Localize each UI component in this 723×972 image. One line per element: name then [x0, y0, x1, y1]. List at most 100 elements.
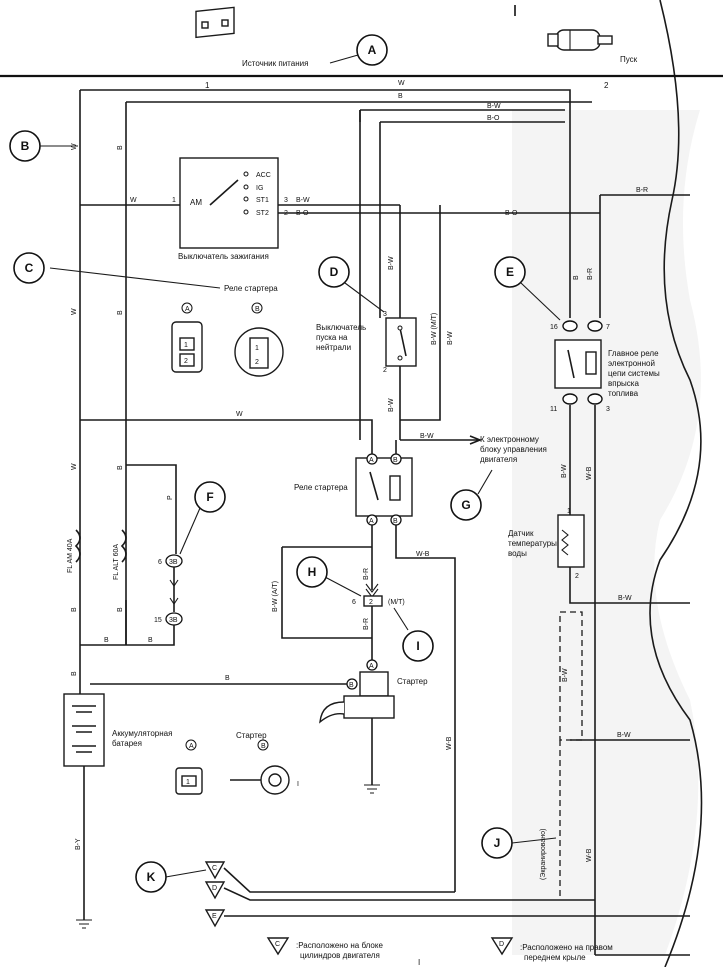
- battery-caption-1: Аккумуляторная: [112, 729, 172, 738]
- wl-bo-right: B-O: [505, 210, 518, 217]
- neutral-pin-bottom: 2: [383, 367, 387, 374]
- sensor-pin-2: 2: [575, 573, 579, 580]
- relay-conn-a-pin1: 1: [184, 342, 188, 349]
- fusible-link-alt: [120, 529, 127, 563]
- legend-d-line1: :Расположено на правом: [520, 943, 613, 952]
- wl-bw-ecu: B-W: [420, 433, 434, 440]
- wl-bw-efi-out: B-W: [561, 464, 568, 478]
- starter-relay-term-a-bottom: A: [369, 518, 374, 525]
- callout-k: K: [135, 861, 167, 893]
- efi-caption-5: топлива: [608, 389, 639, 398]
- fl-alt-label: FL ALT 60A: [113, 544, 120, 580]
- svg-text:F: F: [206, 490, 213, 504]
- ground-e: [204, 909, 226, 928]
- efi-pin-3: 3: [606, 406, 610, 413]
- relay-conn-b-tag: B: [255, 306, 260, 313]
- speckle-region: [512, 110, 701, 955]
- ground-d: [204, 881, 226, 900]
- connector-3b-pin-6: 6: [158, 559, 162, 566]
- legend-d-line2: переднем крыле: [524, 953, 586, 962]
- callout-f: F: [194, 481, 226, 513]
- starter-relay-term-b-bottom: B: [393, 518, 398, 525]
- water-temp-sensor: [557, 514, 585, 568]
- legend-d-symbol: D: [499, 941, 504, 948]
- callout-a: A: [356, 34, 388, 66]
- starter-relay-term-b-top: B: [393, 457, 398, 464]
- power-source-label: Источник питания: [242, 59, 308, 68]
- wl-bw-vert: B-W: [388, 256, 395, 270]
- ecu-note-1: К электронному: [480, 435, 539, 444]
- legend-symbol-c: [266, 937, 290, 956]
- battery-box: [63, 693, 105, 767]
- section-2-label: 2: [604, 81, 609, 90]
- starter-ground-icon: [364, 784, 380, 794]
- fl-am-label: FL AM 40A: [67, 538, 74, 573]
- battery-header-icon: [195, 6, 235, 39]
- svg-text:E: E: [506, 265, 514, 279]
- wire-wb-relay-ground: [395, 525, 456, 892]
- relay-top-caption: Реле стартера: [224, 284, 278, 293]
- wl-b-left5: B: [71, 671, 78, 676]
- svg-text:H: H: [308, 565, 317, 579]
- neutral-side-label: B-W (M/T): [431, 313, 438, 345]
- ecu-note-2: блоку управления: [480, 445, 547, 454]
- wl-wb-right: W-B: [586, 848, 593, 862]
- callout-a-leader: [329, 54, 359, 64]
- neutral-caption-1: Выключатель: [316, 323, 366, 332]
- wl-wb-efi-out: W-B: [586, 466, 593, 480]
- wl-w-ign: W: [130, 197, 137, 204]
- ignition-terminal-ig: IG: [256, 185, 263, 192]
- connector-3b-label-top: 3B: [169, 559, 178, 566]
- relay-conn-a-tag: A: [185, 306, 190, 313]
- wl-w-left2: W: [71, 308, 78, 315]
- wire-b-to-3b: [126, 464, 177, 554]
- neutral-caption-3: нейтрали: [316, 343, 351, 352]
- legend-c-line2: цилиндров двигателя: [300, 951, 380, 960]
- bottom-marker: I: [418, 958, 420, 967]
- wl-bw-vert2: B-W: [388, 398, 395, 412]
- ignition-pin-st1: 3: [284, 197, 288, 204]
- starter-conn-caption: Стартер: [236, 731, 267, 740]
- wl-bw-sensor: B-W: [618, 595, 632, 602]
- efi-pin-16: 16: [550, 324, 558, 331]
- ground-e-label: E: [212, 913, 217, 920]
- wl-w-relay: W: [236, 411, 243, 418]
- battery-caption-2: батарея: [112, 739, 142, 748]
- wl-br-efi: B-R: [587, 268, 594, 280]
- wl-wb-ground: W-B: [446, 736, 453, 750]
- callout-c: C: [13, 252, 45, 284]
- callout-h: H: [296, 556, 328, 588]
- svg-text:A: A: [368, 43, 377, 57]
- starter-conn-a-tag: A: [189, 743, 194, 750]
- wire-bo-bus: [379, 121, 565, 318]
- starter-conn-b-tag: B: [261, 743, 266, 750]
- svg-text:I: I: [416, 639, 419, 653]
- callout-d: D: [318, 256, 350, 288]
- wl-b-bottom2: B: [148, 637, 153, 644]
- starter-term-a: A: [369, 663, 374, 670]
- starter-relay-term-a-top: A: [369, 457, 374, 464]
- page-edge-curve: [649, 0, 703, 968]
- svg-text:J: J: [494, 836, 501, 850]
- ignition-switch-caption: Выключатель зажигания: [178, 252, 269, 261]
- neutral-pin-top: 3: [383, 311, 387, 318]
- efi-caption-1: Главное реле: [608, 349, 659, 358]
- sensor-caption-3: воды: [508, 549, 527, 558]
- starter-relay-box: [355, 457, 413, 517]
- connector-h-pin: 6: [352, 599, 356, 606]
- efi-caption-4: впрыска: [608, 379, 639, 388]
- wl-b-mid1: B: [117, 145, 124, 150]
- sensor-pin-1: 1: [567, 508, 571, 515]
- ground-d-label: D: [212, 885, 217, 892]
- ignition-terminal-st2: ST2: [256, 210, 269, 217]
- wl-b-efi: B: [573, 275, 580, 280]
- wl-bw-top: B-W: [487, 103, 501, 110]
- ignition-am-label: AM: [190, 198, 202, 207]
- wl-bw-st1: B-W: [296, 197, 310, 204]
- relay-conn-b-pin1: 1: [255, 345, 259, 352]
- sensor-caption-2: температуры: [508, 539, 557, 548]
- wire-b-3b-return: [80, 625, 175, 646]
- starter-header-icon: [547, 29, 613, 51]
- legend-c-line1: :Расположено на блоке: [296, 941, 383, 950]
- ground-c: [204, 861, 226, 880]
